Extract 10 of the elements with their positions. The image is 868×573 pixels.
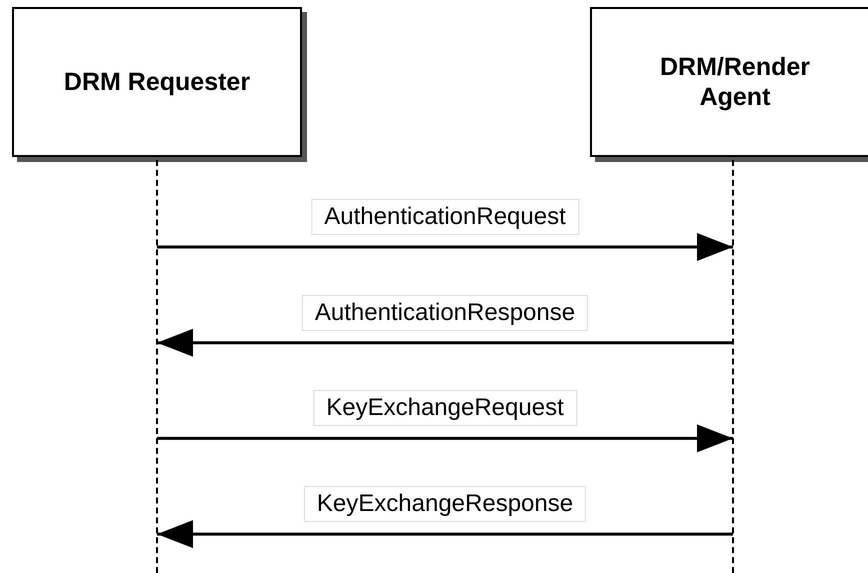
edge-label: KeyExchangeResponse xyxy=(304,486,586,522)
message-arrow xyxy=(157,520,733,548)
message-arrow xyxy=(157,233,733,261)
lifeline xyxy=(732,160,734,573)
message-arrow xyxy=(157,328,733,357)
message-arrow xyxy=(157,424,733,452)
lifeline xyxy=(156,160,158,573)
edge-label: AuthenticationResponse xyxy=(302,294,588,331)
edge-label: AuthenticationRequest xyxy=(311,199,579,235)
edge-label: KeyExchangeRequest xyxy=(313,390,577,426)
